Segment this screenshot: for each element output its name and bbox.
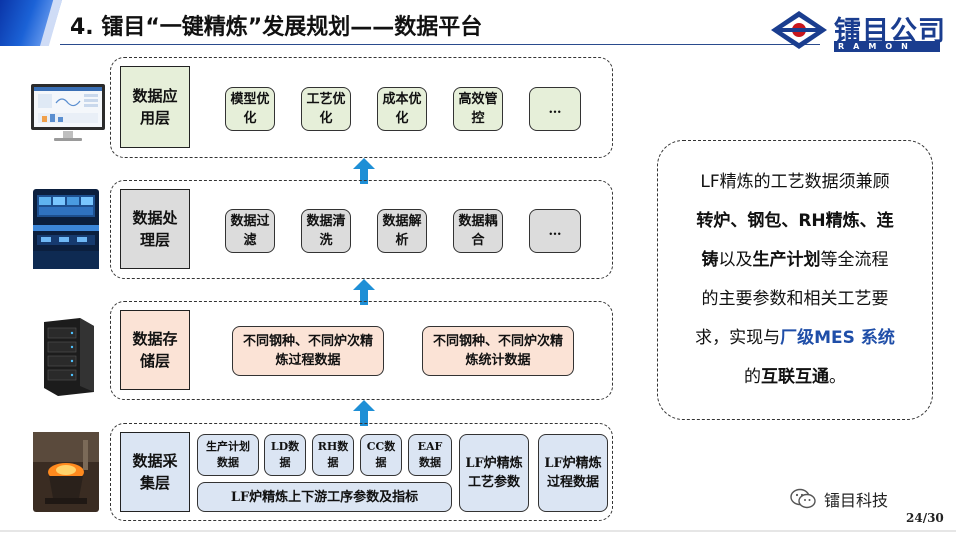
proc-item-clean: 数据清洗 [301,209,351,253]
layer-storage: 数据存储层 不同钢种、不同炉次精炼过程数据 不同钢种、不同炉次精炼统计数据 [110,301,613,400]
app-item-more: … [529,87,581,131]
note-line-1: LF精炼的工艺数据须兼顾 [700,172,890,192]
layer-collection: 数据采集层 生产计划数据 LD数据 RH数据 CC数据 EAF数据 LF炉精炼上… [110,423,613,521]
company-logo: 镭目公司 RAMON [770,8,946,52]
monitor-image [31,84,105,141]
storage-item-process-data: 不同钢种、不同炉次精炼过程数据 [232,326,384,376]
collect-item-lf-parameters: LF炉精炼工艺参数 [459,434,529,512]
footer-line [0,530,956,532]
note-line-3: 铸以及生产计划等全流程 [701,250,889,270]
note-line-4: 的主要参数和相关工艺要 [701,289,889,309]
wechat-account-name: 镭目科技 [824,491,889,510]
note-line-6: 的互联互通。 [744,367,846,387]
proc-item-couple: 数据耦合 [453,209,503,253]
layer-application: 数据应用层 模型优化 工艺优化 成本优化 高效管控 … [110,57,613,158]
proc-item-more: … [529,209,581,253]
arrow-up-icon [353,279,375,305]
note-panel: LF精炼的工艺数据须兼顾 转炉、钢包、RH精炼、连 铸以及生产计划等全流程 的主… [657,140,933,420]
collect-item-rh: RH数据 [312,434,354,476]
note-line-2: 转炉、钢包、RH精炼、连 [696,211,894,231]
layer-label-processing: 数据处理层 [120,189,190,269]
app-item-control: 高效管控 [453,87,503,131]
logo-subtext: RAMON [834,41,940,52]
layer-label-storage: 数据存储层 [120,310,190,390]
app-item-cost: 成本优化 [377,87,427,131]
wechat-badge: 镭目科技 [790,487,888,511]
note-line-5: 求，实现与厂级MES 系统 [695,328,895,348]
app-item-model: 模型优化 [225,87,275,131]
proc-item-filter: 数据过滤 [225,209,275,253]
arrow-up-icon [353,158,375,184]
header-underline [60,44,820,45]
collect-item-upstream-downstream: LF炉精炼上下游工序参数及指标 [197,482,452,512]
ladle-furnace-image [33,432,99,512]
page-number: 24/30 [906,511,944,525]
server-rack-image [44,318,94,396]
logo-diamond-icon [771,11,827,49]
layer-label-application: 数据应用层 [120,66,190,148]
collect-item-ld: LD数据 [264,434,306,476]
control-room-image [33,189,99,269]
collect-item-cc: CC数据 [360,434,402,476]
app-item-process: 工艺优化 [301,87,351,131]
collect-item-lf-process-data: LF炉精炼过程数据 [538,434,608,512]
layer-processing: 数据处理层 数据过滤 数据清洗 数据解析 数据耦合 … [110,180,613,279]
collect-item-production-plan: 生产计划数据 [197,434,259,476]
collect-item-eaf: EAF数据 [408,434,452,476]
layer-label-collection: 数据采集层 [120,432,190,512]
page-title: 4. 镭目“一键精炼”发展规划——数据平台 [70,15,483,40]
storage-item-statistics-data: 不同钢种、不同炉次精炼统计数据 [422,326,574,376]
proc-item-parse: 数据解析 [377,209,427,253]
wechat-icon [790,488,816,509]
arrow-up-icon [353,400,375,426]
